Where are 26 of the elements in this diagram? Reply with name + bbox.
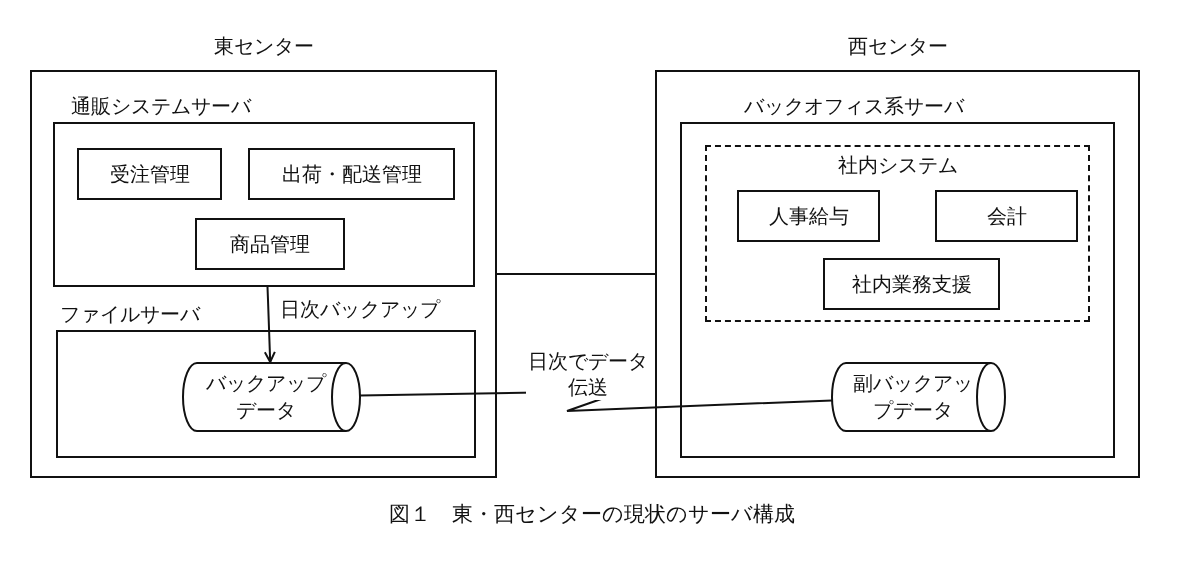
process-box <box>737 190 880 242</box>
figure-caption: 図１ 東・西センターの現状のサーバ構成 <box>388 501 796 528</box>
box-label: 社内業務支援 <box>851 270 972 298</box>
box-label: 受注管理 <box>109 160 190 188</box>
box-label: 出荷・配送管理 <box>281 160 422 188</box>
storage-label: バックアップデータ <box>204 370 328 424</box>
dashed-group-box <box>705 145 1090 322</box>
box-label: 人事給与 <box>768 202 849 230</box>
box-heading: 社内システム <box>837 153 958 177</box>
process-box <box>77 148 222 200</box>
arrow <box>263 286 276 363</box>
connector-line <box>496 273 656 275</box>
box-heading: ファイルサーバ <box>60 302 200 326</box>
box-label: 商品管理 <box>230 230 310 258</box>
box-heading: バックオフィス系サーバ <box>744 94 964 118</box>
box-heading: 東センター <box>213 34 314 58</box>
box-heading: 西センター <box>847 34 948 58</box>
storage-label: 副バックアップデータ <box>851 370 974 424</box>
process-box <box>823 258 1000 310</box>
cylinder-storage <box>832 362 1005 432</box>
process-box <box>935 190 1078 242</box>
box-heading: 通販システムサーバ <box>71 94 251 118</box>
cylinder-storage <box>183 362 360 432</box>
process-box <box>248 148 455 200</box>
box-label: 会計 <box>986 202 1027 230</box>
process-box <box>195 218 345 270</box>
